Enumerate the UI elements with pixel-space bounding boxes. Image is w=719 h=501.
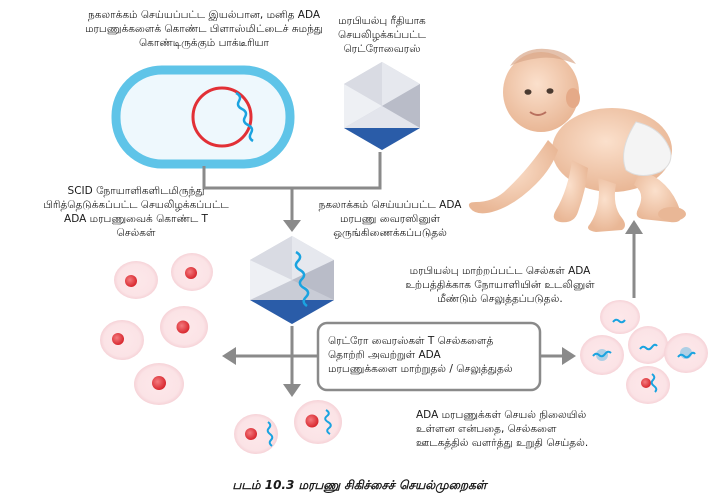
modified-cell-icon [628,326,668,364]
modified-cell-icon [294,400,342,444]
arrow-left [222,347,318,365]
arrow-down-to-virus [283,220,301,232]
reinfusion-label: மரபியல்பு மாற்றப்பட்ட செல்கள் ADA உற்பத்… [405,265,595,305]
modified-cell-icon [600,300,640,334]
transfer-box [316,321,542,392]
arrow-up-to-baby [625,220,643,298]
modified-cell-icon [580,335,624,375]
modified-cell-icon [234,414,278,454]
plasmid-icon [191,86,254,148]
arrow-right [540,347,576,365]
baby-icon [468,48,686,232]
bacterium-icon [111,65,295,169]
infected-t-cells [234,400,342,454]
t-cell-icon [114,261,158,299]
t-cell-icon [171,253,213,291]
retrovirus-icon [344,62,420,150]
merge-connector [202,152,382,222]
integration-label: நகலாக்கம் செய்யப்பட்ட ADA மரபணு வைரஸினுள… [318,199,462,239]
scid-t-cells [100,253,213,405]
arrow-down-to-cells [283,326,301,397]
modified-cell-icon [626,366,670,404]
t-cell-icon [160,306,208,348]
t-cell-icon [134,363,184,405]
transfer-label: ரெட்ரோ வைரஸ்கள் T செல்களைத் தொற்றி அவற்ற… [328,335,513,375]
bacterium-label: நகலாக்கம் செய்யப்பட்ட இயல்பான, மனித ADA … [85,9,323,49]
modified-cell-icon [664,333,708,373]
verified-cells [580,300,708,404]
t-cell-icon [100,320,144,360]
recombinant-virus-icon [250,236,334,324]
retrovirus-label: மரபியல்பு ரீதியாக செயலிழக்கப்பட்ட ரெட்ரோ… [338,15,426,55]
verify-label: ADA மரபணுக்கள் செயல் நிலையில் உள்ளன என்ப… [416,409,589,449]
scid-cells-label: SCID நோயாளிகளிடமிருந்து பிரித்தெடுக்கப்ப… [43,185,229,239]
figure-caption: படம் 10.3 மரபணு சிகிச்சைச் செயல்முறைகள் [232,478,487,492]
